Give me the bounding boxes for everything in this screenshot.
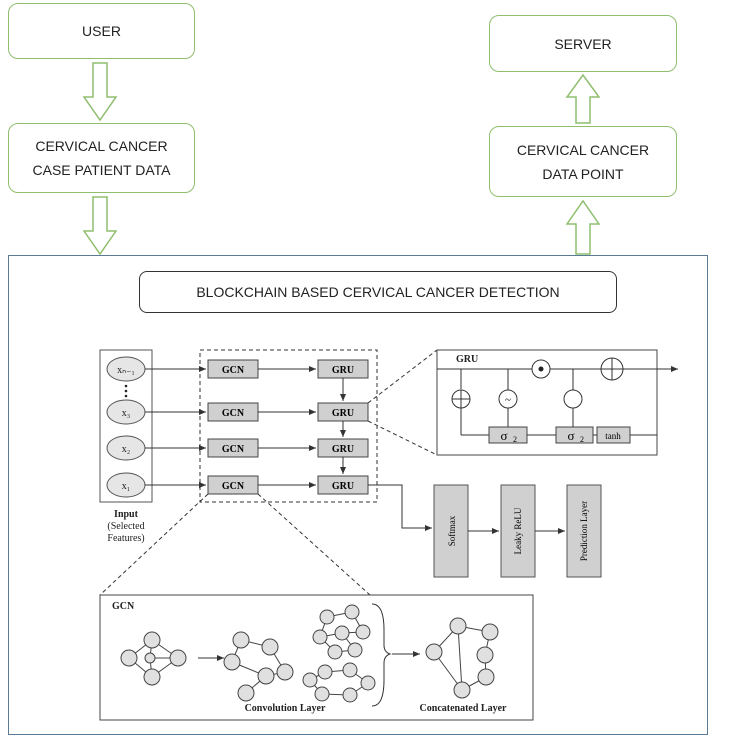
ellipsis-dot [124, 389, 128, 393]
svg-text:GCN: GCN [222, 444, 245, 455]
gcn-gru-region [199, 349, 378, 503]
input-label-3: x₃ [122, 408, 131, 419]
edge [368, 484, 432, 531]
data-point-line2: DATA POINT [542, 165, 624, 182]
gcn-block: GCN [207, 475, 259, 495]
patient-data-line1: CERVICAL CANCER [35, 138, 168, 154]
svg-text:tanh: tanh [605, 431, 621, 441]
svg-text:Leaky ReLU: Leaky ReLU [513, 507, 523, 554]
svg-text:GRU: GRU [332, 408, 354, 419]
svg-text:GRU: GRU [332, 481, 354, 492]
gate-node [563, 389, 583, 409]
data-point-line1: CERVICAL CANCER [516, 141, 650, 158]
svg-text:2: 2 [580, 435, 584, 444]
input-node-3: x₃ [106, 399, 146, 425]
ellipsis-dot [124, 384, 128, 388]
concatenated-layer-label: Concatenated Layer [420, 703, 507, 714]
svg-text:σ: σ [500, 428, 507, 443]
arrow-user-to-patient [82, 62, 118, 122]
input-sub-1: (Selected [107, 521, 144, 532]
input-node-2: x₂ [106, 435, 146, 461]
convolution-graph [302, 662, 376, 703]
gcn-detail-title: GCN [112, 601, 135, 612]
tanh-gate: tanh [596, 426, 631, 444]
svg-text:GCN: GCN [222, 481, 245, 492]
svg-text:Prediction Layer: Prediction Layer [579, 501, 589, 561]
server-label: SERVER [554, 35, 612, 52]
input-caption: Input [114, 509, 139, 520]
input-graph [120, 631, 187, 686]
input-node-n-1: xₙ₋₁ [106, 356, 146, 382]
server-box: SERVER [489, 15, 677, 72]
zoom-line [257, 493, 371, 596]
gcn-block: GCN [207, 402, 259, 422]
sigma-gate: σ 2 [555, 426, 594, 444]
gru-detail-title: GRU [456, 354, 478, 365]
input-label-2: x₂ [122, 444, 131, 455]
svg-text:Softmax: Softmax [447, 515, 457, 546]
arrow-panel-to-datapoint [565, 199, 601, 255]
input-label-1: x₁ [122, 481, 131, 492]
arrow-datapoint-to-server [565, 73, 601, 124]
prediction-layer: Prediction Layer [566, 484, 602, 578]
gru-block: GRU [317, 475, 369, 495]
input-label-n-1: xₙ₋₁ [117, 365, 135, 376]
svg-text:GCN: GCN [222, 365, 245, 376]
gcn-block: GCN [207, 438, 259, 458]
gcn-block: GCN [207, 359, 259, 379]
zoom-line [367, 349, 438, 404]
sigma-gate: σ 2 [488, 426, 528, 444]
gru-block: GRU [317, 359, 369, 379]
arrow-patient-to-panel [82, 196, 118, 256]
svg-text:σ: σ [567, 428, 574, 443]
input-sub-2: Features) [107, 533, 144, 544]
svg-text:GRU: GRU [332, 365, 354, 376]
tilde-label: ~ [505, 394, 511, 406]
zoom-line [367, 420, 438, 456]
panel-title: BLOCKCHAIN BASED CERVICAL CANCER DETECTI… [139, 271, 617, 313]
svg-text:GRU: GRU [332, 444, 354, 455]
data-point-box: CERVICAL CANCER DATA POINT [489, 126, 677, 197]
convolution-layer-label: Convolution Layer [245, 703, 326, 714]
patient-data-line2: CASE PATIENT DATA [32, 162, 171, 178]
ellipsis-dot [124, 394, 128, 398]
user-box: USER [8, 3, 195, 59]
user-label: USER [82, 23, 121, 39]
concatenated-graph [425, 617, 499, 699]
concat-brace [371, 603, 392, 707]
convolution-graph [312, 604, 371, 660]
softmax-layer: Softmax [433, 484, 469, 578]
gru-block: GRU [317, 402, 369, 422]
patient-data-box: CERVICAL CANCER CASE PATIENT DATA [8, 123, 195, 193]
svg-text:2: 2 [513, 435, 517, 444]
input-node-1: x₁ [106, 472, 146, 498]
gru-block: GRU [317, 438, 369, 458]
panel-title-text: BLOCKCHAIN BASED CERVICAL CANCER DETECTI… [196, 284, 560, 300]
zoom-line [99, 493, 209, 596]
leaky-relu-layer: Leaky ReLU [500, 484, 536, 578]
convolution-graph [223, 631, 294, 702]
svg-text:GCN: GCN [222, 408, 245, 419]
